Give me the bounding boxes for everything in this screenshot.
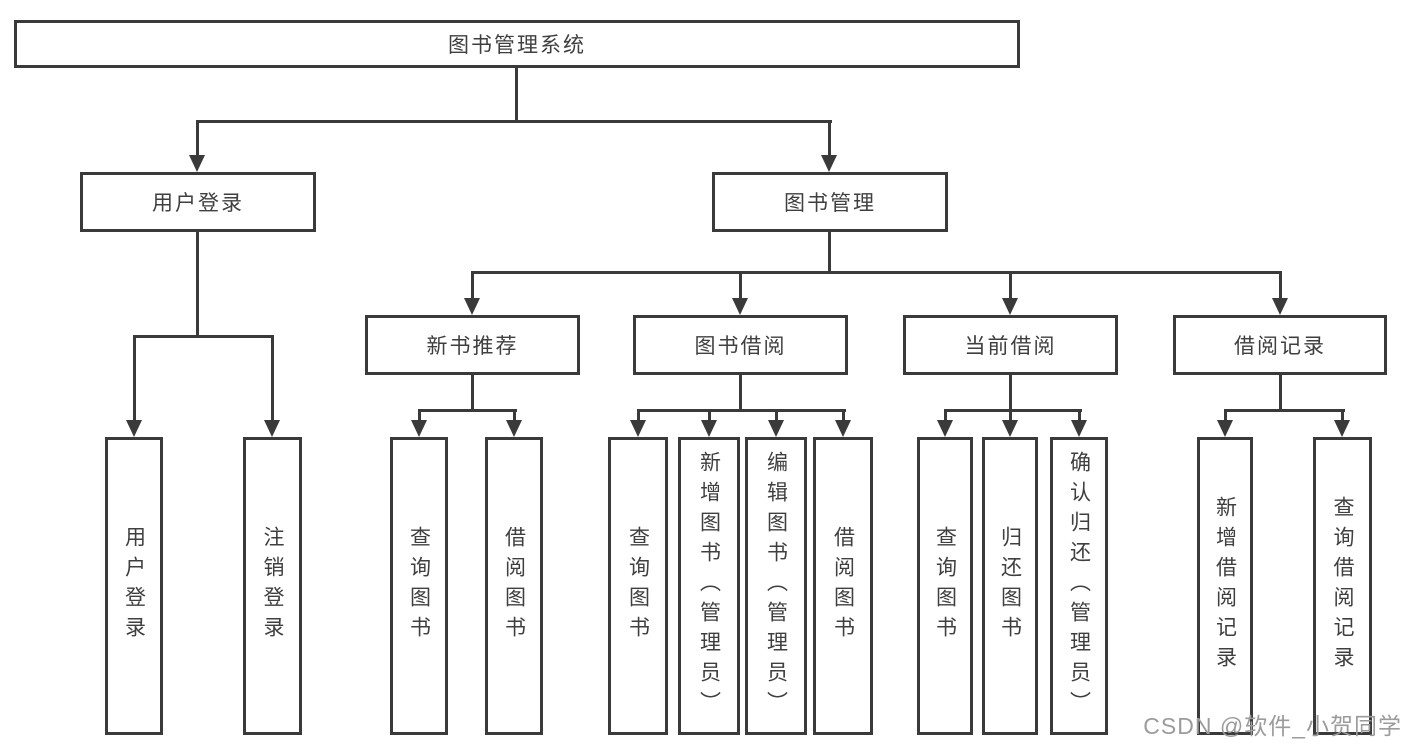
arrow-down — [126, 420, 142, 437]
leaf-user-login: 用户登录 — [105, 437, 163, 735]
connector — [418, 409, 421, 422]
connector — [708, 409, 711, 422]
leaf-query-books-current: 查询图书 — [917, 437, 973, 735]
node-user-login: 用户登录 — [80, 172, 316, 232]
leaf-borrow-books: 借阅图书 — [813, 437, 873, 735]
node-book-management: 图书管理 — [712, 172, 948, 232]
connector — [1279, 271, 1282, 300]
leaf-query-borrow-record: 查询借阅记录 — [1313, 437, 1372, 735]
connector — [1224, 409, 1227, 422]
arrow-down — [701, 420, 717, 437]
node-root: 图书管理系统 — [14, 20, 1020, 68]
connector — [515, 68, 518, 122]
leaf-query-books-borrowing-label: 查询图书 — [626, 526, 650, 646]
arrow-down — [821, 155, 837, 172]
leaf-query-books-borrowing: 查询图书 — [608, 437, 668, 735]
connector — [828, 232, 831, 273]
leaf-logout: 注销登录 — [243, 437, 302, 735]
connector — [1009, 271, 1012, 300]
connector — [1224, 409, 1345, 412]
leaf-borrow-books-recommend: 借阅图书 — [485, 437, 543, 735]
connector — [196, 120, 832, 123]
connector — [471, 375, 474, 411]
connector — [944, 409, 947, 422]
connector — [471, 271, 474, 300]
node-root-label: 图书管理系统 — [448, 34, 586, 57]
connector — [842, 409, 845, 422]
connector — [271, 335, 274, 422]
connector — [944, 409, 1082, 412]
node-new-book-recommendation-label: 新书推荐 — [426, 335, 519, 358]
arrow-down — [1071, 420, 1087, 437]
leaf-query-books-current-label: 查询图书 — [933, 526, 957, 646]
connector — [196, 232, 199, 337]
arrow-down — [835, 420, 851, 437]
connector — [196, 120, 199, 157]
connector — [133, 335, 136, 422]
leaf-query-books-recommend-label: 查询图书 — [407, 526, 431, 646]
connector — [637, 409, 640, 422]
arrow-down — [1002, 298, 1018, 315]
node-new-book-recommendation: 新书推荐 — [365, 315, 580, 375]
connector — [418, 409, 517, 412]
leaf-query-borrow-record-label: 查询借阅记录 — [1331, 496, 1354, 676]
arrow-down — [732, 298, 748, 315]
arrow-down — [506, 420, 522, 437]
connector — [775, 409, 778, 422]
leaf-borrow-books-label: 借阅图书 — [831, 526, 855, 646]
connector — [133, 335, 274, 338]
connector — [637, 409, 846, 412]
node-current-borrowing-label: 当前借阅 — [964, 335, 1057, 358]
connector — [739, 271, 742, 300]
leaf-confirm-return-admin: 确认归还（管理员） — [1050, 437, 1108, 735]
arrow-down — [1002, 420, 1018, 437]
leaf-add-borrow-record: 新增借阅记录 — [1197, 437, 1253, 735]
node-current-borrowing: 当前借阅 — [903, 315, 1118, 375]
leaf-return-books: 归还图书 — [982, 437, 1038, 735]
leaf-add-books-admin-label: 新增图书（管理员） — [697, 451, 721, 721]
leaf-user-login-label: 用户登录 — [122, 526, 146, 646]
connector — [828, 120, 831, 157]
connector — [1009, 375, 1012, 411]
leaf-confirm-return-admin-label: 确认归还（管理员） — [1067, 451, 1091, 721]
arrow-down — [464, 298, 480, 315]
arrow-down — [1217, 420, 1233, 437]
leaf-edit-books-admin: 编辑图书（管理员） — [745, 437, 807, 735]
node-borrowing-records: 借阅记录 — [1173, 315, 1387, 375]
connector — [1341, 409, 1344, 422]
node-book-borrowing: 图书借阅 — [633, 315, 848, 375]
leaf-add-borrow-record-label: 新增借阅记录 — [1213, 496, 1237, 676]
arrow-down — [411, 420, 427, 437]
arrow-down — [1334, 420, 1350, 437]
arrow-down — [189, 155, 205, 172]
leaf-query-books-recommend: 查询图书 — [390, 437, 448, 735]
arrow-down — [264, 420, 280, 437]
connector — [1009, 409, 1012, 422]
node-user-login-label: 用户登录 — [152, 192, 244, 215]
node-borrowing-records-label: 借阅记录 — [1234, 335, 1326, 358]
node-book-borrowing-label: 图书借阅 — [694, 335, 787, 358]
connector — [471, 271, 1282, 274]
leaf-return-books-label: 归还图书 — [998, 526, 1022, 646]
connector — [739, 375, 742, 411]
connector — [1078, 409, 1081, 422]
leaf-logout-label: 注销登录 — [261, 526, 284, 646]
connector — [1279, 375, 1282, 411]
leaf-borrow-books-recommend-label: 借阅图书 — [502, 526, 526, 646]
arrow-down — [768, 420, 784, 437]
node-book-management-label: 图书管理 — [784, 192, 876, 215]
leaf-add-books-admin: 新增图书（管理员） — [678, 437, 740, 735]
arrow-down — [630, 420, 646, 437]
arrow-down — [937, 420, 953, 437]
watermark: CSDN @软件_小贺同学 — [1143, 713, 1402, 739]
arrow-down — [1272, 298, 1288, 315]
connector — [513, 409, 516, 422]
leaf-edit-books-admin-label: 编辑图书（管理员） — [764, 451, 788, 721]
